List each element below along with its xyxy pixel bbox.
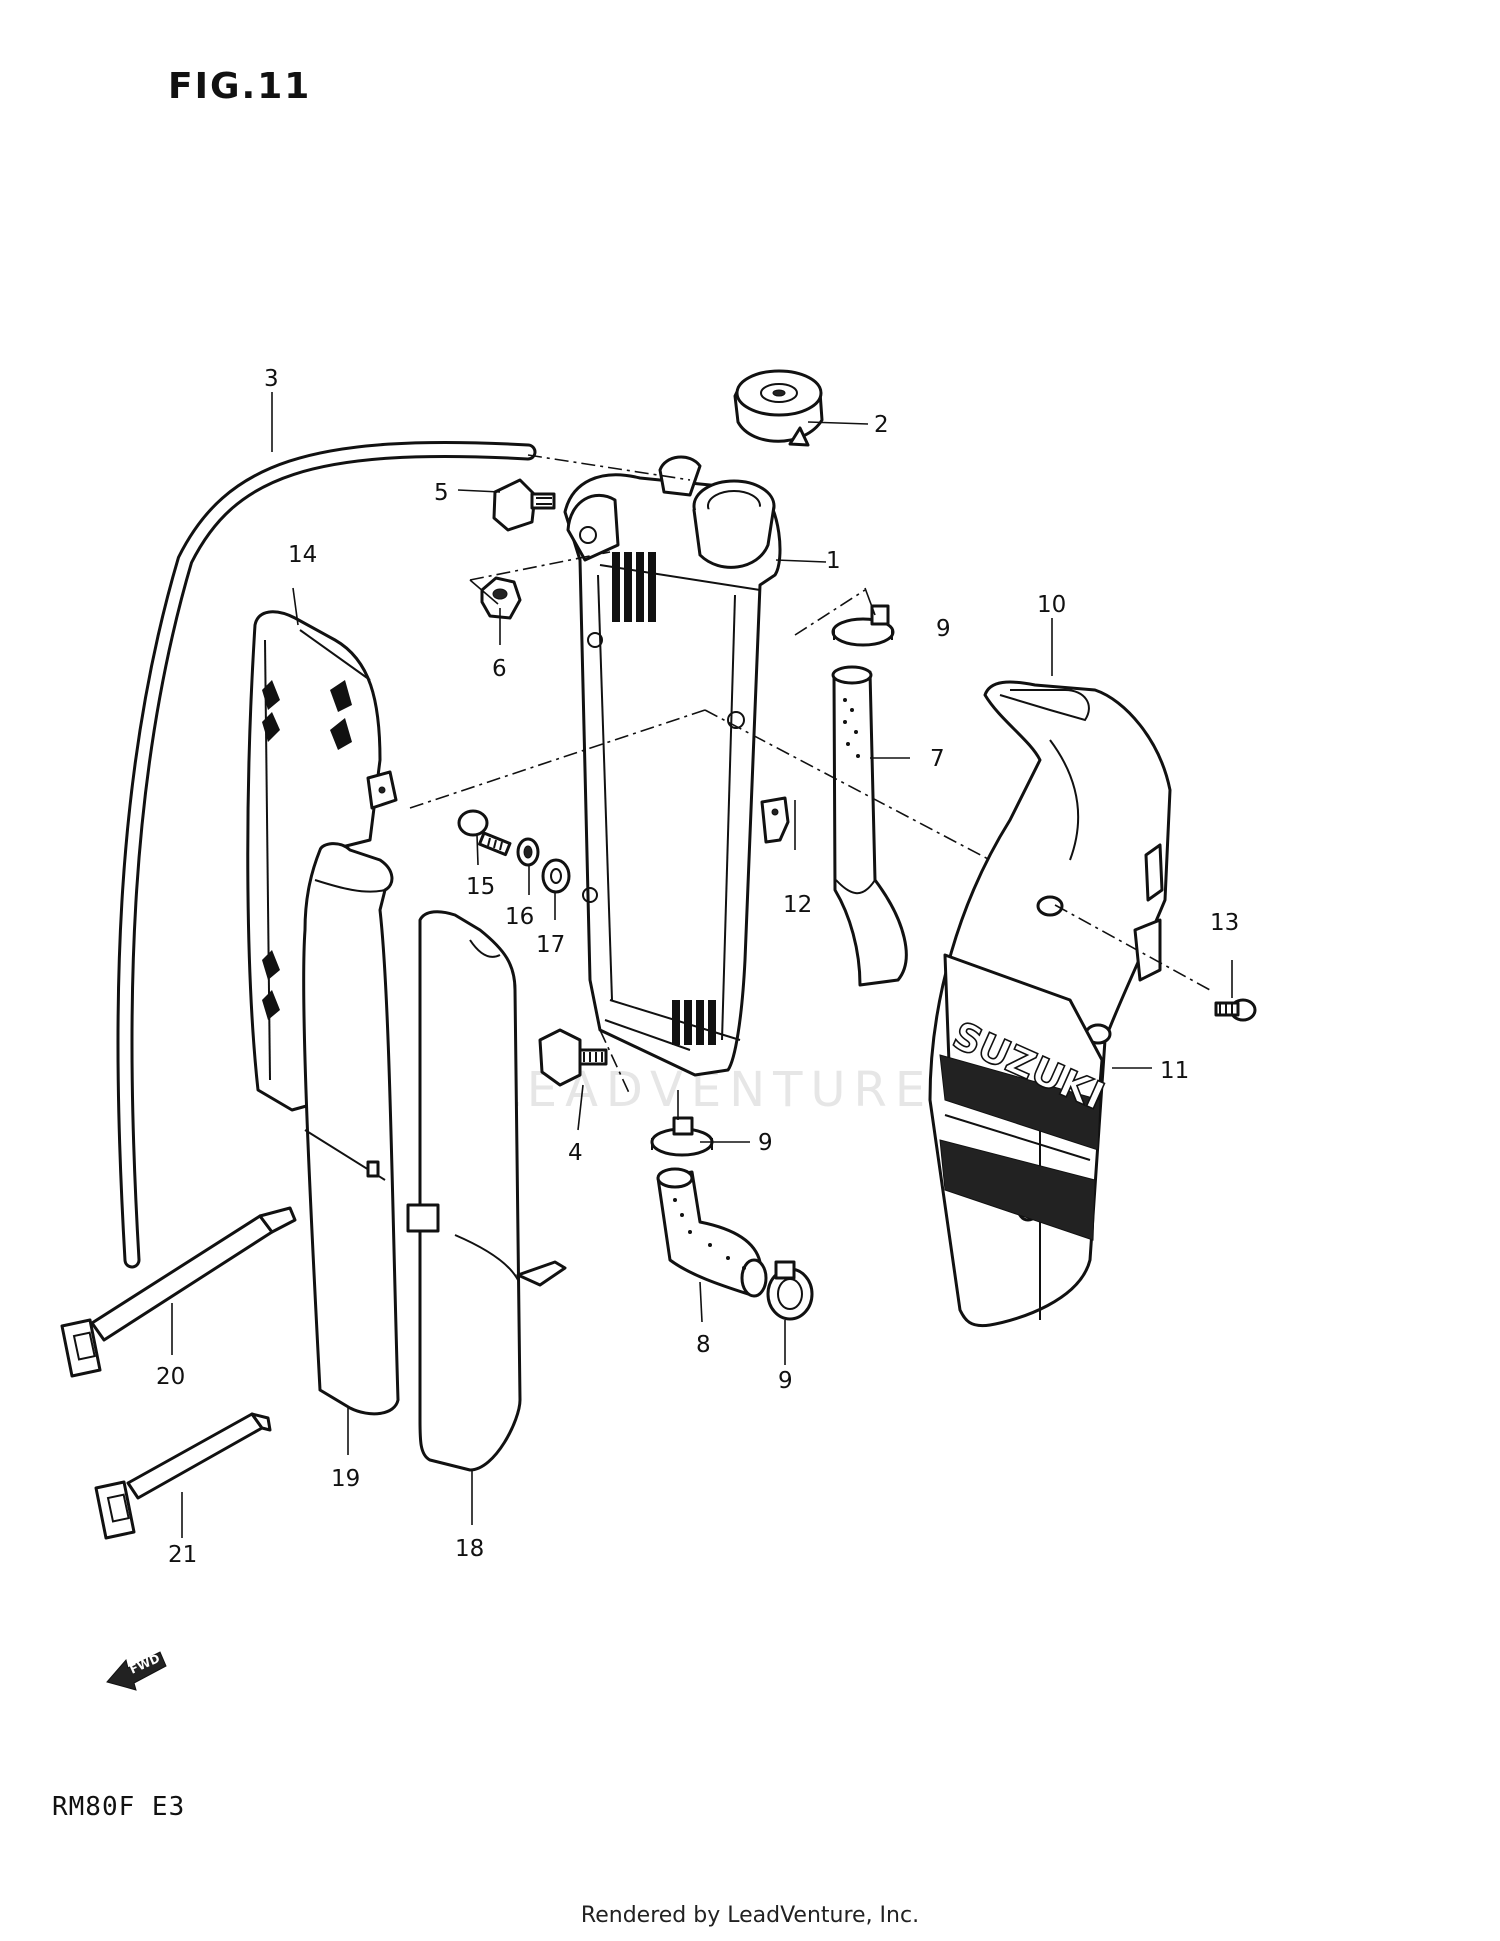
part-5-grommet[interactable]	[492, 478, 556, 532]
callout-2: 2	[874, 412, 889, 438]
callout-5: 5	[434, 480, 449, 506]
part-15-bolt[interactable]	[457, 809, 512, 857]
callout-7: 7	[930, 746, 945, 772]
part-8-radiator-hose-lower[interactable]	[656, 1167, 768, 1298]
footer-credit: Rendered by LeadVenture, Inc.	[580, 1903, 920, 1928]
part-3-overflow-hose[interactable]	[116, 440, 537, 1269]
callout-numbers: 1 2 3 4 5 6 7 8 9 9 9 10 11 12 13 14 15 …	[156, 366, 1239, 1568]
part-9-hose-clamp-lower[interactable]	[766, 1260, 814, 1321]
callout-17: 17	[536, 932, 565, 958]
callout-20: 20	[156, 1364, 185, 1390]
part-7-radiator-hose-upper[interactable]	[831, 665, 908, 987]
callout-15: 15	[466, 874, 495, 900]
callout-9-upper: 9	[936, 616, 951, 642]
part-13-screw[interactable]	[1214, 998, 1257, 1022]
callout-9-middle: 9	[758, 1130, 773, 1156]
figure-title: FIG.11	[168, 66, 312, 107]
callout-4: 4	[568, 1140, 583, 1166]
part-16-washer[interactable]	[516, 837, 540, 867]
part-18-radiator-shroud-outer[interactable]	[406, 910, 567, 1472]
callout-16: 16	[505, 904, 534, 930]
part-6-collar[interactable]	[480, 576, 522, 620]
callout-14: 14	[288, 542, 317, 568]
part-1-radiator[interactable]	[563, 455, 782, 1077]
leader-lines	[171, 392, 1233, 1538]
callout-9-lower: 9	[778, 1368, 793, 1394]
callout-13: 13	[1210, 910, 1239, 936]
part-9-hose-clamp-upper[interactable]	[831, 604, 895, 647]
part-17-washer[interactable]	[541, 858, 571, 894]
part-11-emblem[interactable]: SUZUKI	[939, 953, 1111, 1241]
part-2-radiator-cap[interactable]	[733, 369, 824, 447]
callout-10: 10	[1037, 592, 1066, 618]
part-9-hose-clamp-middle[interactable]	[650, 1116, 714, 1157]
callout-6: 6	[492, 656, 507, 682]
callout-11: 11	[1160, 1058, 1189, 1084]
part-4-mounting-rubber[interactable]	[538, 1028, 608, 1087]
part-12-bracket[interactable]	[760, 796, 790, 844]
callout-19: 19	[331, 1466, 360, 1492]
callout-12: 12	[783, 892, 812, 918]
part-21-strap[interactable]	[94, 1412, 272, 1540]
model-code: RM80F E3	[52, 1792, 186, 1822]
part-20-strap[interactable]	[60, 1206, 297, 1378]
callout-8: 8	[696, 1332, 711, 1358]
callout-1: 1	[826, 548, 841, 574]
fwd-direction-arrow: FWD	[106, 1651, 167, 1691]
callout-18: 18	[455, 1536, 484, 1562]
callout-3: 3	[264, 366, 279, 392]
part-19-radiator-shroud-inner[interactable]	[302, 842, 400, 1416]
callout-21: 21	[168, 1542, 197, 1568]
